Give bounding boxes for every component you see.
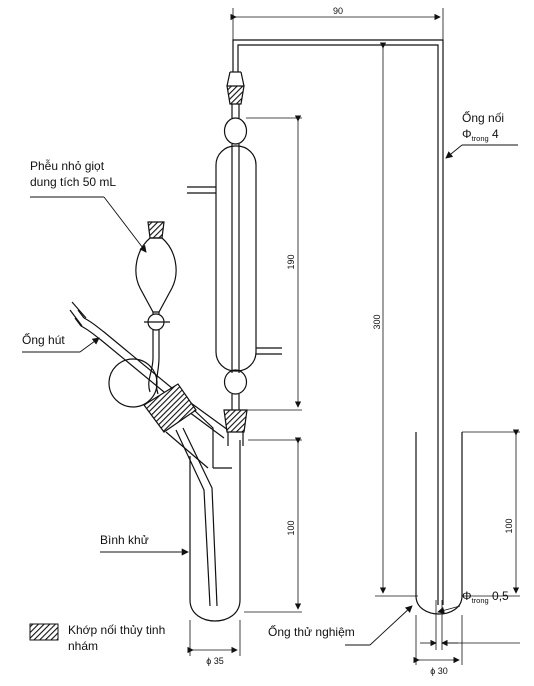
connector-label-line1: Ống nối (462, 110, 504, 125)
joint-legend-line1: Khớp nối thủy tinh (68, 623, 165, 637)
dim-condenser-height: 190 (286, 254, 296, 269)
funnel-label-line1: Phễu nhỏ giọt (30, 158, 105, 173)
reduction-flask (143, 383, 244, 622)
connector-tube (232, 39, 444, 605)
funnel-label-line2: dung tích 50 mL (30, 175, 116, 189)
joint-legend-line2: nhám (68, 639, 98, 653)
dimension-lines (187, 8, 520, 665)
test-tube (415, 432, 463, 615)
condenser (187, 71, 282, 433)
connector-phi: Φ (462, 127, 472, 141)
suction-tube (69, 301, 229, 439)
suction-tube-label: Ống hút (22, 332, 65, 347)
tip-phi: Φ (462, 589, 472, 603)
dim-flask-height: 100 (286, 520, 296, 535)
dim-connector-height: 300 (372, 314, 382, 329)
connector-subscript: trong (472, 134, 489, 143)
dim-test-tube-diameter: ϕ 30 (430, 666, 448, 676)
dim-top-width: 90 (333, 6, 343, 16)
reduction-flask-label: Bình khử (100, 533, 149, 547)
connector-label-line2: Φtrong 4 (462, 127, 499, 143)
connector-value: 4 (489, 127, 499, 141)
joint-legend-swatch (29, 623, 59, 641)
test-tube-label: Ống thử nghiệm (268, 624, 355, 639)
dim-test-tube-height: 100 (504, 518, 514, 533)
tip-subscript: trong (472, 596, 489, 605)
dropping-funnel (135, 221, 177, 395)
tip-diameter-label: Φtrong 0,5 (462, 589, 509, 605)
leader-lines (22, 144, 518, 646)
tip-value: 0,5 (489, 589, 509, 603)
dim-flask-diameter: ϕ 35 (206, 656, 224, 666)
